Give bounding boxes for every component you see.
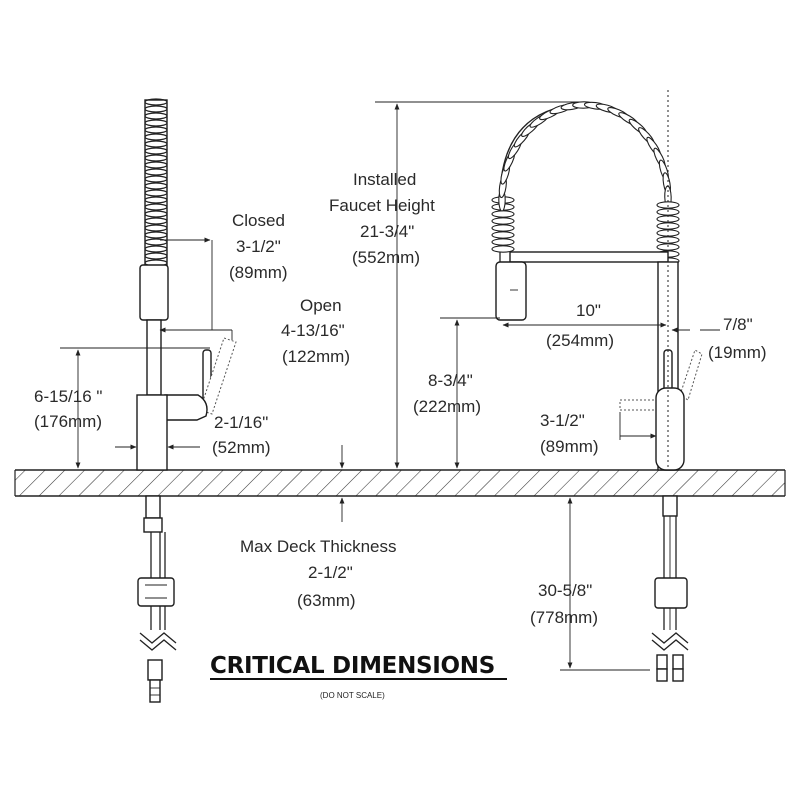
- faucet-neck: [146, 319, 162, 396]
- closed-label: Closed: [232, 211, 285, 230]
- diagram-subtitle: (DO NOT SCALE): [320, 691, 385, 700]
- dimension-labels: Closed 3-1/2" (89mm) Open 4-13/16" (122m…: [34, 170, 767, 627]
- diagram-title: CRITICAL DIMENSIONS: [210, 653, 495, 679]
- faucet-side-view: [136, 98, 237, 703]
- faucet-base: [136, 394, 168, 471]
- installed-imperial: 21-3/4": [360, 222, 414, 241]
- handle-swing-imperial: 3-1/2": [540, 411, 585, 430]
- handle-front-ghost: [679, 349, 703, 401]
- clearance-metric: (222mm): [413, 397, 481, 416]
- open-label: Open: [300, 296, 342, 315]
- spout-reach-metric: (254mm): [546, 331, 614, 350]
- spout-arm: [509, 251, 669, 263]
- faucet-base-front: [655, 387, 685, 471]
- base-height-metric: (176mm): [34, 412, 102, 431]
- handle-offset-metric: (19mm): [708, 343, 767, 362]
- hose-weight-front: [654, 577, 688, 609]
- supply-metric: (778mm): [530, 608, 598, 627]
- closed-metric: (89mm): [229, 263, 288, 282]
- spout-reach-imperial: 10": [576, 301, 601, 320]
- deck-thickness-metric: (63mm): [297, 591, 356, 610]
- handle-swing-ghost: [619, 399, 659, 411]
- handle-swing-metric: (89mm): [540, 437, 599, 456]
- supply-imperial: 30-5/8": [538, 581, 592, 600]
- countertop-deck: [14, 469, 786, 497]
- faucet-front-view: [491, 101, 703, 682]
- dimension-lines: [60, 90, 720, 671]
- open-imperial: 4-13/16": [281, 321, 345, 340]
- handle-open-ghost: [199, 337, 237, 415]
- installed-label-2: Faucet Height: [329, 196, 435, 215]
- base-height-imperial: 6-15/16 ": [34, 387, 102, 406]
- closed-imperial: 3-1/2": [236, 237, 281, 256]
- installed-label-1: Installed: [353, 170, 416, 189]
- clearance-imperial: 8-3/4": [428, 371, 473, 390]
- open-metric: (122mm): [282, 347, 350, 366]
- handle-hub: [164, 394, 208, 421]
- base-diameter-imperial: 2-1/16": [214, 413, 268, 432]
- spray-head: [139, 264, 169, 321]
- deck-thickness-imperial: 2-1/2": [308, 563, 353, 582]
- spray-head-front: [495, 261, 527, 321]
- spring-coil: [144, 98, 168, 271]
- diagram-title-group: CRITICAL DIMENSIONS (DO NOT SCALE): [210, 653, 507, 700]
- installed-metric: (552mm): [352, 248, 420, 267]
- deck-thickness-label: Max Deck Thickness: [240, 537, 397, 556]
- handle-offset-imperial: 7/8": [723, 315, 753, 334]
- base-diameter-metric: (52mm): [212, 438, 271, 457]
- hose-weight: [137, 577, 175, 607]
